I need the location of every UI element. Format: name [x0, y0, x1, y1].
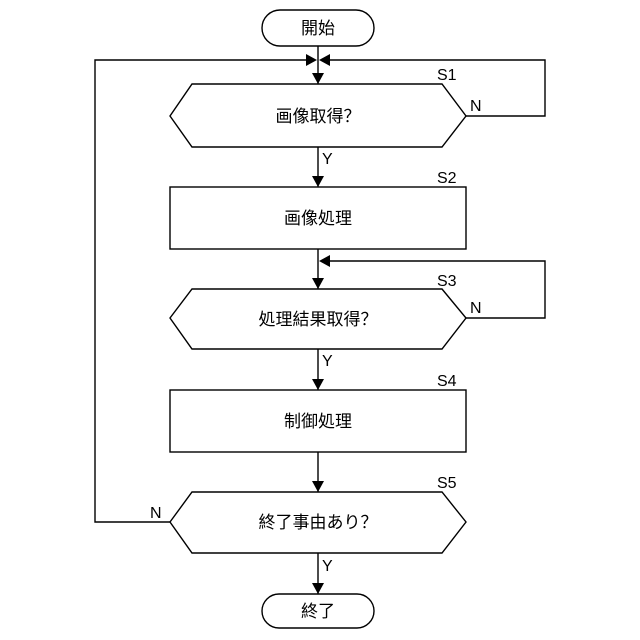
arrowhead-s5-loop-return	[306, 54, 317, 66]
branch-label-s3-yes: Y	[322, 353, 333, 370]
decision-s3: 処理結果取得？	[170, 289, 466, 349]
arrowhead-into-s5	[312, 481, 324, 492]
process-s2: 画像処理	[170, 187, 466, 249]
arrowhead-s1-loop-return	[319, 54, 330, 66]
decision-s5-label: 終了事由あり？	[259, 513, 378, 533]
decision-s5: 終了事由あり？	[170, 492, 466, 553]
step-label-s1: S1	[437, 67, 457, 84]
process-s2-label: 画像処理	[284, 209, 352, 229]
arrowhead-into-s3	[312, 278, 324, 289]
branch-label-s3-no: N	[470, 300, 482, 317]
arrowhead-into-s4	[312, 379, 324, 390]
start-label: 開始	[301, 19, 335, 39]
branch-label-s1-yes: Y	[322, 151, 333, 168]
start-terminal: 開始	[262, 10, 374, 46]
branch-label-s5-no: N	[150, 505, 162, 522]
decision-s1: 画像取得？	[170, 84, 466, 147]
arrowhead-into-end	[312, 583, 324, 594]
step-label-s4: S4	[437, 373, 457, 390]
end-terminal: 終了	[262, 594, 374, 628]
arrowhead-s3-loop-return	[319, 255, 330, 267]
arrowhead-into-s1	[312, 73, 324, 84]
branch-label-s1-no: N	[470, 98, 482, 115]
arrowhead-into-s2	[312, 176, 324, 187]
step-label-s5: S5	[437, 475, 457, 492]
end-label: 終了	[301, 602, 335, 622]
branch-label-s5-yes: Y	[322, 558, 333, 575]
decision-s1-label: 画像取得？	[276, 107, 361, 127]
step-label-s3: S3	[437, 273, 457, 290]
process-s4-label: 制御処理	[284, 412, 352, 432]
process-s4: 制御処理	[170, 390, 466, 452]
decision-s3-label: 処理結果取得？	[259, 310, 378, 330]
step-label-s2: S2	[437, 170, 457, 187]
